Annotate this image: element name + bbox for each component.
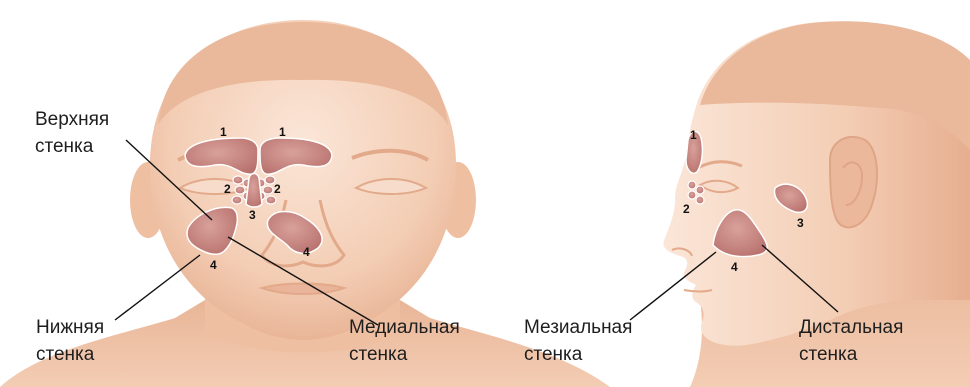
front-number-frontal-right: 1 [279, 125, 286, 139]
side-view: 1 2 3 4 Мезиальная стенка Дистальная сте… [524, 21, 970, 387]
side-number-ethmoid: 2 [683, 202, 690, 216]
front-number-ethmoid-left: 2 [224, 182, 231, 196]
front-number-frontal-left: 1 [220, 125, 227, 139]
side-number-sphenoid: 3 [797, 216, 804, 230]
side-mesial-wall-label: Мезиальная стенка [524, 317, 638, 365]
side-number-frontal: 1 [690, 128, 697, 142]
front-superior-wall-label: Верхняя стенка [35, 109, 114, 157]
side-number-maxillary: 4 [731, 260, 738, 274]
front-number-maxillary-right: 4 [303, 245, 310, 259]
front-inferior-wall-leader [115, 255, 200, 320]
front-sphenoid-sinus [246, 174, 262, 208]
front-number-maxillary-left: 4 [210, 258, 217, 272]
front-view: 1 1 2 2 3 4 4 Верхняя стенка Нижняя стен… [0, 20, 610, 387]
front-number-sphenoid: 3 [249, 208, 256, 222]
front-number-ethmoid-right: 2 [274, 182, 281, 196]
